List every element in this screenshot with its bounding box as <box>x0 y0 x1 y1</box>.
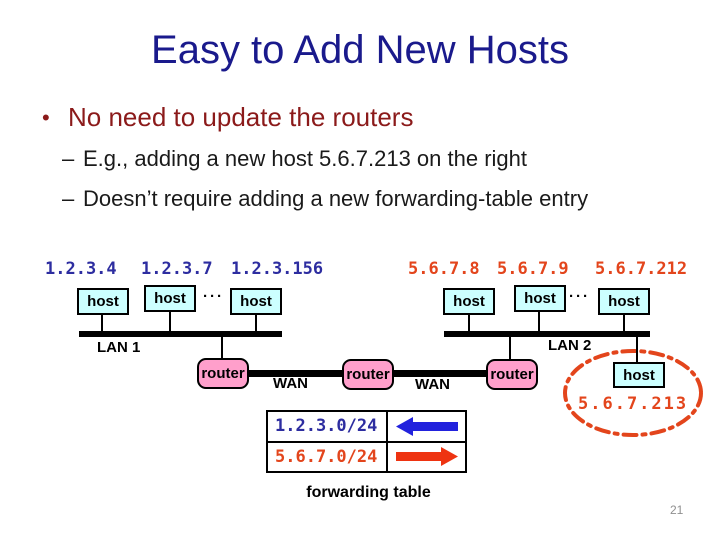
sub-bullet-2: – Doesn’t require adding a new forwardin… <box>62 186 588 212</box>
router-2: router <box>342 359 394 390</box>
connector-line <box>538 312 540 331</box>
direction-cell <box>388 443 465 472</box>
forwarding-table-row: 1.2.3.0/24 <box>268 412 465 443</box>
lan2-host-3: host <box>598 288 650 315</box>
lan1-host-2: host <box>144 285 196 312</box>
lan1-bus <box>79 331 282 337</box>
wan-label-2: WAN <box>415 376 450 393</box>
lan2-label: LAN 2 <box>548 337 592 354</box>
connector-line <box>221 337 223 359</box>
lan1-ip-1: 1.2.3.4 <box>45 259 117 279</box>
new-host-highlight-ellipse <box>563 349 703 437</box>
prefix-cell: 1.2.3.0/24 <box>268 412 388 441</box>
connector-line <box>101 315 103 331</box>
new-host: host <box>613 362 665 388</box>
lan2-ip-2: 5.6.7.9 <box>497 259 569 279</box>
page-number: 21 <box>670 503 684 517</box>
lan2-bus <box>444 331 650 337</box>
lan2-ip-3: 5.6.7.212 <box>595 259 688 279</box>
connector-line <box>636 337 638 363</box>
lan2-host-2: host <box>514 285 566 312</box>
right-arrow-icon <box>395 447 458 467</box>
left-arrow-icon <box>395 416 458 436</box>
wan-label-1: WAN <box>273 375 308 392</box>
slide-title: Easy to Add New Hosts <box>151 28 569 72</box>
lan1-label: LAN 1 <box>97 339 141 356</box>
forwarding-table-row: 5.6.7.0/24 <box>268 442 465 472</box>
forwarding-table: 1.2.3.0/24 5.6.7.0/24 <box>266 410 467 473</box>
bullet-marker: • <box>42 105 50 130</box>
lan2-ip-1: 5.6.7.8 <box>408 259 480 279</box>
dash-marker: – <box>62 186 75 211</box>
lan1-ip-3: 1.2.3.156 <box>231 259 324 279</box>
connector-line <box>169 312 171 331</box>
dash-marker: – <box>62 146 75 171</box>
lan1-ip-2: 1.2.3.7 <box>141 259 213 279</box>
lan1-host-3: host <box>230 288 282 315</box>
connector-line <box>468 315 470 331</box>
forwarding-table-caption: forwarding table <box>306 484 431 501</box>
lan2-host-1: host <box>443 288 495 315</box>
connector-line <box>255 315 257 331</box>
router-3: router <box>486 359 538 390</box>
bullet-text: No need to update the routers <box>68 102 414 132</box>
sub-bullet-1: – E.g., adding a new host 5.6.7.213 on t… <box>62 146 527 172</box>
connector-line <box>509 337 511 360</box>
lan1-host-1: host <box>77 288 129 315</box>
new-host-ip: 5.6.7.213 <box>578 394 689 414</box>
lan1-ellipsis: ··· <box>203 288 224 305</box>
direction-cell <box>388 412 465 441</box>
wan-link-1 <box>249 370 343 377</box>
sub-bullet-1-text: E.g., adding a new host 5.6.7.213 on the… <box>83 146 527 171</box>
wan-link-2 <box>394 370 487 377</box>
prefix-cell: 5.6.7.0/24 <box>268 442 388 471</box>
sub-bullet-2-text: Doesn’t require adding a new forwarding-… <box>83 186 589 211</box>
lan2-ellipsis: ··· <box>569 288 590 305</box>
bullet-line: • No need to update the routers <box>42 102 413 134</box>
connector-line <box>623 315 625 331</box>
router-1: router <box>197 358 249 389</box>
